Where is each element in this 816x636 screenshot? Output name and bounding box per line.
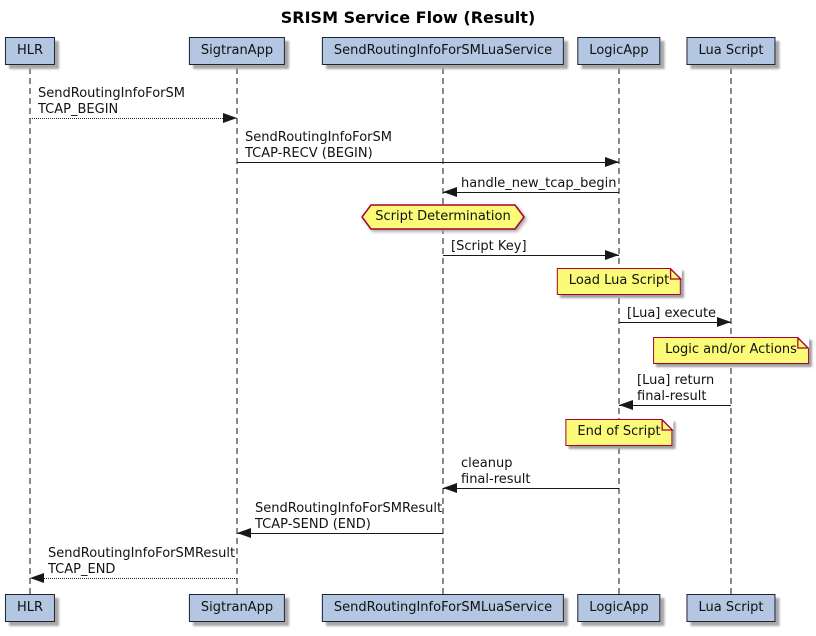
participant-logicapp-top: LogicApp: [577, 37, 661, 65]
lifeline-lua-script: [730, 68, 732, 594]
note-load-lua-script: Load Lua Script: [556, 267, 683, 295]
note-label: Load Lua Script: [568, 273, 670, 288]
message-label-lua-return-final-result: [Lua] return final-result: [637, 373, 715, 404]
message-line-tcap-send-end: [237, 533, 443, 534]
message-line-tcap-recv-begin: [237, 162, 619, 163]
lifeline-sigtranapp: [236, 68, 238, 594]
arrowhead-icon: [237, 528, 251, 538]
participant-sigtranapp-top: SigtranApp: [188, 37, 286, 65]
note-end-of-script: End of Script: [565, 418, 674, 446]
note-fold-icon: [669, 267, 682, 280]
participant-lua-script-top: Lua Script: [686, 37, 776, 65]
lifeline-logicapp: [618, 68, 620, 594]
message-line-cleanup-final-result: [443, 488, 619, 489]
participant-lua-script-bottom: Lua Script: [686, 594, 776, 622]
message-line-lua-execute: [619, 322, 731, 323]
message-label-tcap-begin: SendRoutingInfoForSM TCAP_BEGIN: [38, 86, 185, 117]
note-fold-icon: [661, 418, 674, 431]
hexagon-note-script-determination: Script Determination: [361, 204, 525, 230]
message-line-script-key: [443, 255, 619, 256]
arrowhead-icon: [443, 187, 457, 197]
message-label-tcap-end: SendRoutingInfoForSMResult TCAP_END: [48, 546, 236, 577]
note-fold-icon: [797, 336, 810, 349]
participant-hlr-top: HLR: [4, 37, 56, 65]
diagram-title: SRISM Service Flow (Result): [280, 8, 536, 27]
message-line-handle-new-tcap-begin: [443, 192, 619, 193]
hexagon-shape-icon: [361, 204, 525, 230]
note-logic-and-or-actions: Logic and/or Actions: [653, 336, 810, 364]
arrowhead-icon: [619, 400, 633, 410]
arrowhead-icon: [717, 317, 731, 327]
arrowhead-icon: [443, 483, 457, 493]
lifeline-hlr: [29, 68, 31, 594]
message-label-cleanup-final-result: cleanup final-result: [461, 456, 531, 487]
message-line-tcap-end: [30, 578, 237, 579]
participant-sigtranapp-bottom: SigtranApp: [188, 594, 286, 622]
lifeline-sendroutinginfoforsmluaservice: [442, 68, 444, 594]
hexagon-note-label: Script Determination: [375, 209, 511, 224]
participant-logicapp-bottom: LogicApp: [577, 594, 661, 622]
participant-hlr-bottom: HLR: [4, 594, 56, 622]
participant-sendroutinginfoforsmluaservice-bottom: SendRoutingInfoForSMLuaService: [321, 594, 565, 622]
arrowhead-icon: [605, 157, 619, 167]
message-line-tcap-begin: [30, 118, 237, 119]
arrowhead-icon: [605, 250, 619, 260]
message-label-tcap-send-end: SendRoutingInfoForSMResult TCAP-SEND (EN…: [255, 501, 443, 532]
participant-sendroutinginfoforsmluaservice-top: SendRoutingInfoForSMLuaService: [321, 37, 565, 65]
arrowhead-icon: [223, 113, 237, 123]
message-line-lua-return-final-result: [619, 405, 731, 406]
message-label-tcap-recv-begin: SendRoutingInfoForSM TCAP-RECV (BEGIN): [245, 130, 392, 161]
arrowhead-icon: [30, 573, 44, 583]
note-label: Logic and/or Actions: [665, 342, 797, 357]
note-label: End of Script: [577, 424, 661, 439]
message-label-handle-new-tcap-begin: handle_new_tcap_begin: [461, 176, 617, 191]
message-label-script-key: [Script Key]: [451, 239, 527, 254]
message-label-lua-execute: [Lua] execute: [627, 306, 717, 321]
